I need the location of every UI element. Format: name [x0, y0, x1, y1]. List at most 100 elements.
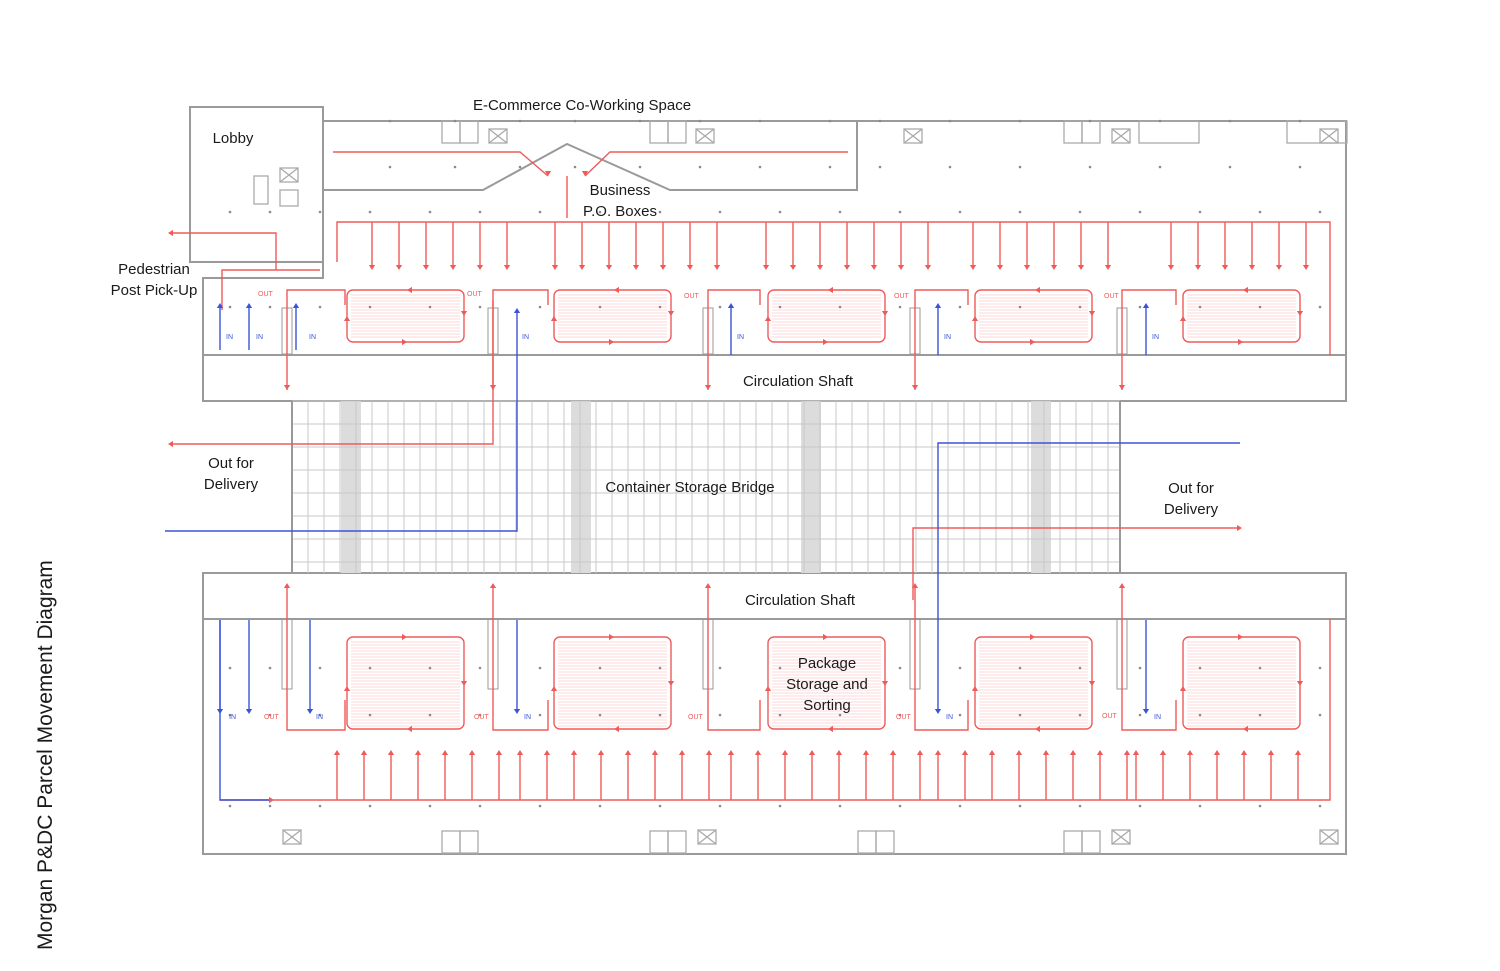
- arrowhead: [544, 171, 552, 176]
- out-delivery-right: [912, 527, 1240, 600]
- grid-dot: [368, 666, 372, 670]
- arrowhead: [216, 303, 224, 308]
- arrowhead: [292, 303, 300, 308]
- bottom-out-loop: [286, 585, 346, 731]
- arrowhead: [343, 316, 351, 321]
- elevator: [1111, 829, 1131, 845]
- grid-dot: [958, 666, 962, 670]
- arrowhead: [1023, 265, 1031, 270]
- grid-dot: [658, 210, 662, 214]
- arrowhead: [441, 750, 449, 755]
- stair-pair: [667, 120, 687, 144]
- grid-dot: [598, 713, 602, 717]
- arrowhead: [245, 303, 253, 308]
- grid-dot: [898, 713, 902, 717]
- arrowhead: [1123, 750, 1131, 755]
- arrowhead: [754, 750, 762, 755]
- arrowhead: [468, 750, 476, 755]
- grid-dot: [388, 119, 392, 123]
- stair-pair: [875, 830, 895, 854]
- arrowhead: [889, 750, 897, 755]
- arrowhead: [624, 750, 632, 755]
- grid-dot: [778, 666, 782, 670]
- grid-dot: [598, 804, 602, 808]
- grid-dot: [1018, 210, 1022, 214]
- arrowhead: [460, 311, 468, 316]
- grid-dot: [658, 666, 662, 670]
- grid-dot: [958, 305, 962, 309]
- arrowhead: [614, 286, 619, 294]
- grid-dot: [898, 210, 902, 214]
- storage-cell-bottom: [553, 636, 672, 730]
- grid-dot: [1198, 210, 1202, 214]
- elevator: [697, 829, 717, 845]
- storage-cell-bottom: [346, 636, 465, 730]
- elevator: [1319, 829, 1339, 845]
- arrowhead: [1179, 686, 1187, 691]
- business-po-boxes-label: Business P.O. Boxes: [583, 182, 657, 220]
- elevator-mark: [697, 829, 717, 845]
- out-tag: OUT: [894, 293, 910, 300]
- stair-pair: [441, 120, 461, 144]
- arrowhead: [1238, 338, 1243, 346]
- grid-dot: [228, 713, 232, 717]
- arrowhead: [1030, 338, 1035, 346]
- grid-dot: [1078, 666, 1082, 670]
- grid-dot: [1228, 165, 1232, 169]
- out-delivery-left: [170, 300, 494, 445]
- arrowhead: [835, 750, 843, 755]
- out-for-delivery-right-label: Out for Delivery: [1163, 480, 1219, 518]
- bridge-column: [571, 401, 591, 573]
- arrowhead: [578, 265, 586, 270]
- grid-dot: [958, 804, 962, 808]
- stair-pair: [667, 830, 687, 854]
- grid-dot: [1078, 804, 1082, 808]
- grid-dot: [538, 305, 542, 309]
- bridge-column: [341, 401, 361, 573]
- arrowhead: [1104, 265, 1112, 270]
- arrowhead: [705, 750, 713, 755]
- arrowhead: [495, 750, 503, 755]
- grid-dot: [368, 713, 372, 717]
- arrowhead: [168, 229, 173, 237]
- grid-dot: [1158, 119, 1162, 123]
- grid-dot: [1318, 713, 1322, 717]
- arrowhead: [764, 316, 772, 321]
- arrowhead: [1194, 265, 1202, 270]
- grid-dot: [1158, 165, 1162, 169]
- pedestrian-path: [221, 269, 320, 310]
- arrowhead: [924, 265, 932, 270]
- grid-dot: [1258, 210, 1262, 214]
- grid-dot: [1018, 713, 1022, 717]
- arrowhead: [934, 709, 942, 714]
- lobby-label: Lobby: [212, 130, 254, 147]
- grid-dot: [1078, 210, 1082, 214]
- out-tag: OUT: [467, 291, 483, 298]
- arrowhead: [704, 583, 712, 588]
- grid-dot: [318, 713, 322, 717]
- arrowhead: [1186, 750, 1194, 755]
- grid-dot: [573, 119, 577, 123]
- arrowhead: [816, 265, 824, 270]
- grid-dot: [958, 713, 962, 717]
- arrowhead: [823, 633, 828, 641]
- arrowhead: [781, 750, 789, 755]
- package-storage-label: Package Storage and Sorting: [786, 655, 868, 714]
- arrowhead: [360, 750, 368, 755]
- grid-dot: [1198, 666, 1202, 670]
- grid-dot: [948, 119, 952, 123]
- grid-dot: [1258, 666, 1262, 670]
- grid-dot: [478, 305, 482, 309]
- elevator-mark: [1319, 128, 1339, 144]
- arrowhead: [503, 265, 511, 270]
- arrowhead: [1296, 681, 1304, 686]
- elevator: [1319, 128, 1339, 144]
- grid-dot: [958, 210, 962, 214]
- arrowhead: [609, 338, 614, 346]
- grid-dot: [268, 305, 272, 309]
- grid-dot: [368, 210, 372, 214]
- inbound-from-left: [165, 310, 518, 532]
- top-out-loop: [707, 289, 761, 390]
- circulation-shaft-top-label: Circulation Shaft: [742, 373, 854, 390]
- in-tag: IN: [309, 334, 316, 341]
